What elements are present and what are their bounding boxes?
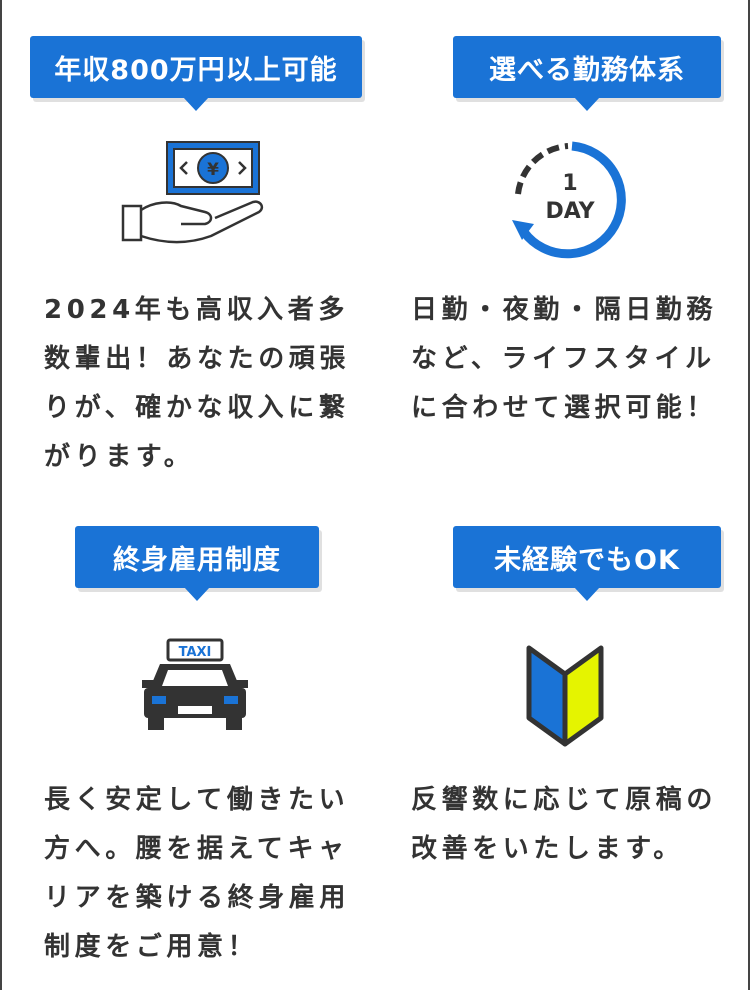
feature-description: 2024年も高収入者多数輩出！あなたの頑張りが、確かな収入に繋がります。 bbox=[44, 295, 351, 472]
taxi-sign-text: TAXI bbox=[179, 645, 212, 660]
feature-description: 長く安定して働きたい方へ。腰を据えてキャリアを築ける終身雇用制度をご用意！ bbox=[44, 785, 351, 962]
feature-card-lifetime-employment: 終身雇用制度 TAXI 長く安定して働きたい方へ。腰を据えてキャリアを築ける終身… bbox=[2, 490, 362, 980]
money-hand-icon: ¥ bbox=[121, 141, 264, 244]
feature-title: 年収800万円以上可能 bbox=[30, 36, 362, 111]
feature-card-work-schedule: 選べる勤務体系 1 DAY 日勤・夜勤・隔日勤務など、ライフスタイルに合わせて選… bbox=[377, 0, 737, 490]
feature-title: 終身雇用制度 bbox=[75, 526, 319, 601]
feature-card-high-income: 年収800万円以上可能 ¥ 2024年も高収入者多数輩出！あなたの頑張りが、確か… bbox=[2, 0, 362, 490]
feature-description: 日勤・夜勤・隔日勤務など、ライフスタイルに合わせて選択可能！ bbox=[411, 295, 718, 423]
taxi-icon: TAXI bbox=[142, 638, 248, 730]
yen-symbol: ¥ bbox=[207, 160, 219, 180]
clock-number: 1 bbox=[562, 171, 577, 196]
clock-1-day-icon: 1 DAY bbox=[512, 141, 626, 259]
feature-card-inexperienced-ok: 未経験でもOK 反響数に応じて原稿の改善をいたします。 bbox=[377, 490, 737, 980]
clock-day-label: DAY bbox=[545, 199, 595, 224]
beginner-mark-icon bbox=[526, 645, 604, 747]
feature-title: 選べる勤務体系 bbox=[453, 36, 721, 111]
feature-description: 反響数に応じて原稿の改善をいたします。 bbox=[411, 785, 718, 864]
feature-title: 未経験でもOK bbox=[453, 526, 721, 601]
